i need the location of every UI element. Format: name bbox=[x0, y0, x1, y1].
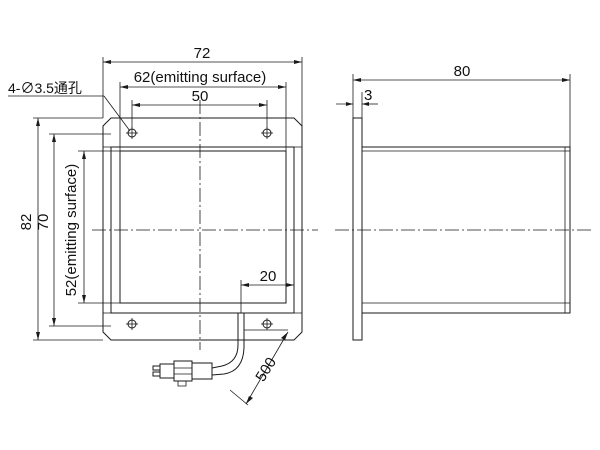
emitting-surface bbox=[119, 150, 287, 304]
cable-connector bbox=[152, 360, 213, 387]
hole-callout: 4-∅3.5通孔 bbox=[8, 80, 82, 96]
mounting-hole-bottom-right bbox=[261, 318, 273, 330]
mounting-hole-top-right bbox=[261, 127, 273, 139]
side-flange bbox=[352, 117, 363, 341]
dim-height-overall: 82 bbox=[18, 214, 35, 231]
side-view: 80 3 bbox=[335, 63, 592, 341]
front-view: 72 62(emitting surface) 50 4-∅3.5通孔 bbox=[8, 45, 318, 406]
dim-500-ext-bottom bbox=[229, 389, 249, 406]
dim-line-82 bbox=[36, 118, 40, 340]
dim-line-500 bbox=[245, 331, 289, 405]
dim-line-72 bbox=[103, 60, 302, 64]
dim-depth-overall: 80 bbox=[454, 63, 471, 80]
cable-wire-2 bbox=[211, 330, 245, 376]
cable-outlet bbox=[237, 313, 245, 330]
mounting-hole-bottom-left bbox=[126, 318, 138, 330]
dim-line-50 bbox=[132, 103, 267, 107]
dim-line-52 bbox=[82, 151, 86, 303]
hole-callout-leader bbox=[103, 95, 131, 132]
dim-line-80 bbox=[353, 78, 570, 82]
dim-hole-spacing: 50 bbox=[192, 88, 209, 105]
dim-cable-offset: 20 bbox=[260, 268, 277, 285]
dim-width-overall: 72 bbox=[194, 45, 211, 62]
dim-flange-thickness: 3 bbox=[364, 87, 372, 104]
mounting-hole-top-left bbox=[126, 127, 138, 139]
dim-line-70 bbox=[52, 134, 56, 326]
dim-line-62 bbox=[120, 85, 286, 89]
dim-width-emitting: 62(emitting surface) bbox=[134, 69, 267, 86]
dim-cable-length: 500 bbox=[252, 354, 280, 384]
front-plate-outline bbox=[102, 117, 303, 341]
dim-height-inner: 70 bbox=[35, 214, 52, 231]
cable-wire-1 bbox=[211, 330, 239, 369]
dim-height-emitting: 52(emitting surface) bbox=[63, 164, 80, 297]
dim-line-3 bbox=[336, 102, 378, 106]
dim-line-20 bbox=[241, 283, 294, 287]
